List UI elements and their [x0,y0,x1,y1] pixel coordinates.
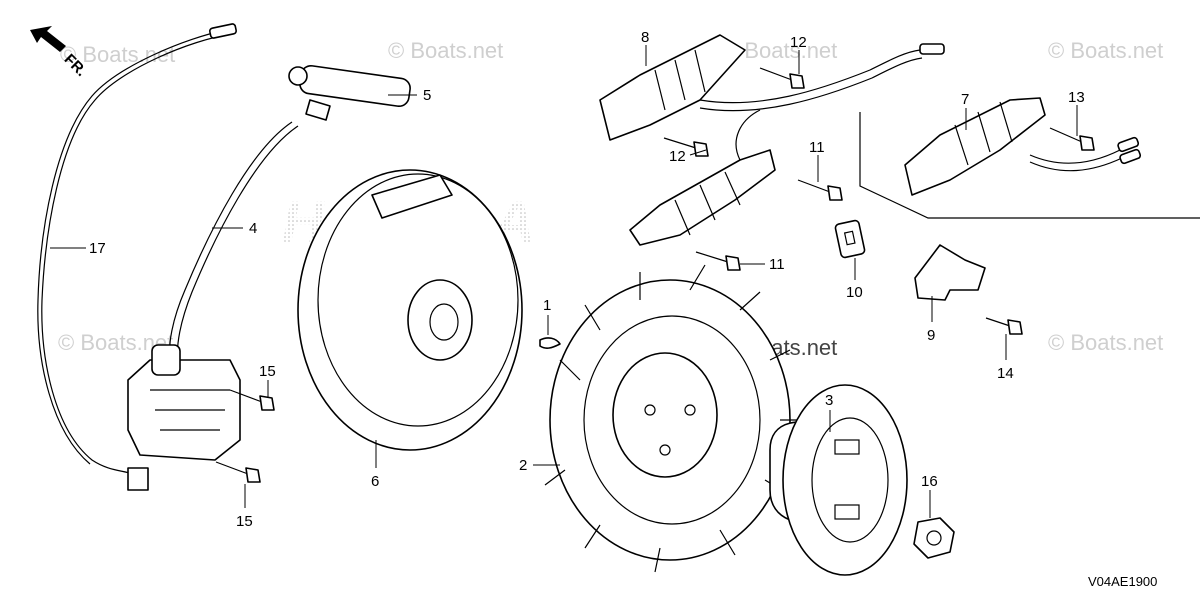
callout-8: 8 [641,29,649,46]
callout-13: 13 [1068,89,1085,106]
callout-12-upper: 12 [790,34,807,51]
watermark-2: © Boats.net [388,38,503,63]
ignition-coil [127,344,241,461]
inset-border [859,112,1200,219]
part-15-bolt-lower [215,461,261,483]
callout-9: 9 [927,327,935,344]
part-11-bolt-upper [797,179,843,201]
part-4-coil-cable [168,121,299,361]
part-3-starter-pulley [769,384,908,576]
leader-lines [50,45,1078,518]
part-10-clip [834,219,866,259]
watermark-1: © Boats.net [60,42,175,67]
part-9-bracket [914,244,986,301]
callout-4: 4 [249,220,257,237]
callout-10: 10 [846,284,863,301]
callout-15-lower: 15 [236,513,253,530]
part-16-nut [913,517,955,559]
charge-coil-lower [629,109,776,246]
watermark-4: © Boats.net [1048,38,1163,63]
part-14-bolt [985,317,1023,335]
callouts: 1 2 3 4 5 6 7 8 9 10 11 11 12 12 13 14 1… [89,29,1085,530]
part-11-bolt-lower [695,251,741,271]
callout-3: 3 [825,392,833,409]
front-arrow-icon [30,26,66,52]
callout-15-upper: 15 [259,363,276,380]
part-6-cover [297,169,523,451]
callout-14: 14 [997,365,1014,382]
callout-1: 1 [543,297,551,314]
part-13-bolt [1049,127,1095,151]
callout-17: 17 [89,240,106,257]
part-1-key [539,337,561,349]
callout-16: 16 [921,473,938,490]
callout-7: 7 [961,91,969,108]
part-12-bolt-upper [759,67,805,89]
part-8-charge-coil [599,34,945,141]
watermark-8: © Boats.net [1048,330,1163,355]
callout-2: 2 [519,457,527,474]
callout-12-lower: 12 [669,148,686,165]
part-5-plug-cap [288,64,411,121]
callout-5: 5 [423,87,431,104]
part-2-flywheel [544,264,805,573]
part-17-wire [37,23,237,491]
diagram-code: V04AE1900 [1088,574,1157,589]
callout-11-lower: 11 [769,256,785,273]
callout-11-upper: 11 [809,139,825,156]
callout-6: 6 [371,473,379,490]
part-7-coil [904,97,1142,196]
